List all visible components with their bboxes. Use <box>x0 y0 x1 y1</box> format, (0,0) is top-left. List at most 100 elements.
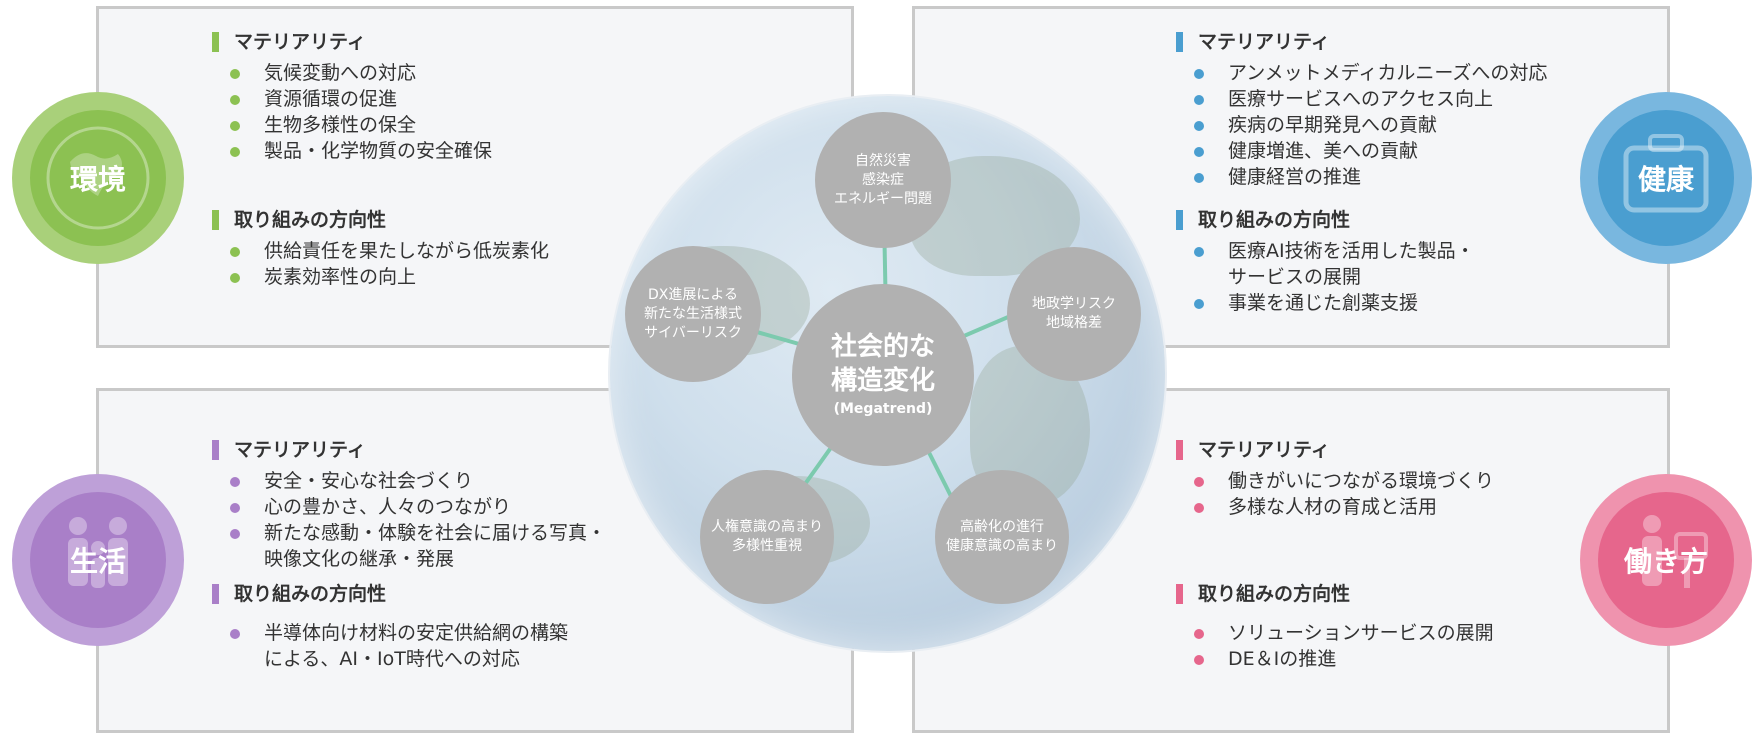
list-item-text: 製品・化学物質の安全確保 <box>264 140 493 162</box>
node-text-line: 多様性重視 <box>732 538 802 554</box>
list-item: 事業を通じた創薬支援 <box>1176 290 1475 316</box>
materiality-list: 安全・安心な社会づくり心の豊かさ、人々のつながり新たな感動・体験を社会に届ける写… <box>212 468 606 572</box>
list-item-text: 供給責任を果たしながら低炭素化 <box>264 240 550 262</box>
health-direction: 取り組みの方向性 医療AI技術を活用した製品・サービスの展開事業を通じた創薬支援 <box>1176 208 1475 316</box>
list-item: 安全・安心な社会づくり <box>212 468 606 494</box>
list-item: 生物多様性の保全 <box>212 112 492 138</box>
health-materiality: マテリアリティ アンメットメディカルニーズへの対応医療サービスへのアクセス向上疾… <box>1176 30 1547 190</box>
materiality-list: 働きがいにつながる環境づくり多様な人材の育成と活用 <box>1176 468 1494 520</box>
list-item-text: ソリューションサービスの展開 <box>1228 622 1494 644</box>
node-left: DX進展による新たな生活様式サイバーリスク <box>625 246 761 382</box>
bullet-dot <box>230 529 240 539</box>
center-subtitle: (Megatrend) <box>833 401 933 417</box>
heading-bar <box>1176 584 1183 604</box>
direction-list: 供給責任を果たしながら低炭素化炭素効率性の向上 <box>212 238 549 290</box>
bullet-dot <box>230 503 240 513</box>
list-item-text: による、AI・IoT時代への対応 <box>264 648 520 670</box>
list-item: 健康経営の推進 <box>1176 164 1547 190</box>
node-bottom-left: 人権意識の高まり多様性重視 <box>700 470 834 604</box>
node-text-line: DX進展による <box>648 286 738 303</box>
list-item-text: 心の豊かさ、人々のつながり <box>264 496 512 518</box>
node-text-line: 人権意識の高まり <box>711 519 823 535</box>
bullet-dot <box>1194 147 1204 157</box>
list-item: 資源循環の促進 <box>212 86 492 112</box>
list-item-text: 資源循環の促進 <box>264 88 398 110</box>
bullet-dot <box>1194 503 1204 513</box>
list-item-text: 安全・安心な社会づくり <box>264 470 474 492</box>
list-item: 半導体向け材料の安定供給網の構築による、AI・IoT時代への対応 <box>212 620 568 672</box>
work-badge-label: 働き方 <box>1623 545 1708 578</box>
list-item-text: 映像文化の継承・発展 <box>264 548 455 570</box>
node-text-line: エネルギー問題 <box>834 190 932 207</box>
list-item-text: 健康経営の推進 <box>1228 166 1362 188</box>
list-item: 医療AI技術を活用した製品・サービスの展開 <box>1176 238 1475 290</box>
list-item-text: 生物多様性の保全 <box>264 114 417 136</box>
life-badge: 生活 <box>12 474 184 646</box>
medical-bag-icon <box>1623 134 1709 213</box>
direction-heading: 取り組みの方向性 <box>234 209 387 231</box>
node-text-line: 新たな生活様式 <box>644 305 742 322</box>
globe-icon <box>46 126 150 230</box>
bullet-dot <box>1194 247 1204 257</box>
heading-bar <box>212 32 219 52</box>
materiality-heading: マテリアリティ <box>234 439 366 461</box>
center-title-line2: 構造変化 <box>830 366 935 396</box>
center-title-line1: 社会的な <box>830 332 935 362</box>
materiality-heading: マテリアリティ <box>1198 439 1330 461</box>
worker-icon <box>1642 515 1708 588</box>
heading-bar <box>1176 32 1183 52</box>
list-item: 心の豊かさ、人々のつながり <box>212 494 606 520</box>
environment-badge: 環境 <box>12 92 184 264</box>
bullet-dot <box>230 95 240 105</box>
list-item-text: 新たな感動・体験を社会に届ける写真・ <box>264 522 607 544</box>
work-materiality: マテリアリティ 働きがいにつながる環境づくり多様な人材の育成と活用 <box>1176 438 1494 520</box>
list-item-text: 疾病の早期発見への貢献 <box>1228 114 1438 136</box>
environment-direction: 取り組みの方向性 供給責任を果たしながら低炭素化炭素効率性の向上 <box>212 208 549 290</box>
bullet-dot <box>230 247 240 257</box>
bullet-dot <box>230 147 240 157</box>
list-item: 疾病の早期発見への貢献 <box>1176 112 1547 138</box>
bullet-dot <box>1194 655 1204 665</box>
bullet-dot <box>230 629 240 639</box>
list-item: 気候変動への対応 <box>212 60 492 86</box>
health-badge-label: 健康 <box>1637 163 1694 196</box>
list-item: 健康増進、美への貢献 <box>1176 138 1547 164</box>
node-text-line: 自然災害 <box>855 152 911 169</box>
bullet-dot <box>230 69 240 79</box>
heading-bar <box>212 210 219 230</box>
list-item: 炭素効率性の向上 <box>212 264 549 290</box>
node-text-line: 健康意識の高まり <box>946 538 1058 554</box>
list-item-text: 事業を通じた創薬支援 <box>1228 292 1419 314</box>
environment-badge-label: 環境 <box>69 163 126 196</box>
node-text-line: 感染症 <box>862 171 904 188</box>
list-item-text: 医療AI技術を活用した製品・ <box>1228 240 1475 262</box>
bullet-dot <box>1194 629 1204 639</box>
list-item-text: 健康増進、美への貢献 <box>1228 140 1419 162</box>
life-materiality: マテリアリティ 安全・安心な社会づくり心の豊かさ、人々のつながり新たな感動・体験… <box>212 438 606 572</box>
materiality-list: 気候変動への対応資源循環の促進生物多様性の保全製品・化学物質の安全確保 <box>212 60 492 164</box>
bullet-dot <box>1194 173 1204 183</box>
heading-bar <box>212 584 219 604</box>
direction-list: ソリューションサービスの展開 DE＆Iの推進 <box>1176 620 1494 672</box>
materiality-list: アンメットメディカルニーズへの対応医療サービスへのアクセス向上疾病の早期発見への… <box>1176 60 1547 190</box>
bullet-dot <box>1194 299 1204 309</box>
list-item-text: 医療サービスへのアクセス向上 <box>1228 88 1494 110</box>
bullet-dot <box>230 477 240 487</box>
list-item: 多様な人材の育成と活用 <box>1176 494 1494 520</box>
node-top: 自然災害感染症エネルギー問題 <box>815 112 951 248</box>
list-item: 働きがいにつながる環境づくり <box>1176 468 1494 494</box>
life-badge-label: 生活 <box>69 545 126 578</box>
list-item: アンメットメディカルニーズへの対応 <box>1176 60 1547 86</box>
node-text-line: 地域格差 <box>1046 315 1102 331</box>
bullet-dot <box>230 121 240 131</box>
list-item-text: DE＆Iの推進 <box>1228 648 1337 670</box>
list-item: 新たな感動・体験を社会に届ける写真・映像文化の継承・発展 <box>212 520 606 572</box>
work-badge: 働き方 <box>1580 474 1752 646</box>
life-direction: 取り組みの方向性 半導体向け材料の安定供給網の構築による、AI・IoT時代への対… <box>212 582 568 672</box>
heading-bar <box>212 440 219 460</box>
node-text-line: 地政学リスク <box>1032 296 1116 312</box>
list-item: ソリューションサービスの展開 <box>1176 620 1494 646</box>
list-item: 供給責任を果たしながら低炭素化 <box>212 238 549 264</box>
list-item-text: 働きがいにつながる環境づくり <box>1228 470 1495 492</box>
